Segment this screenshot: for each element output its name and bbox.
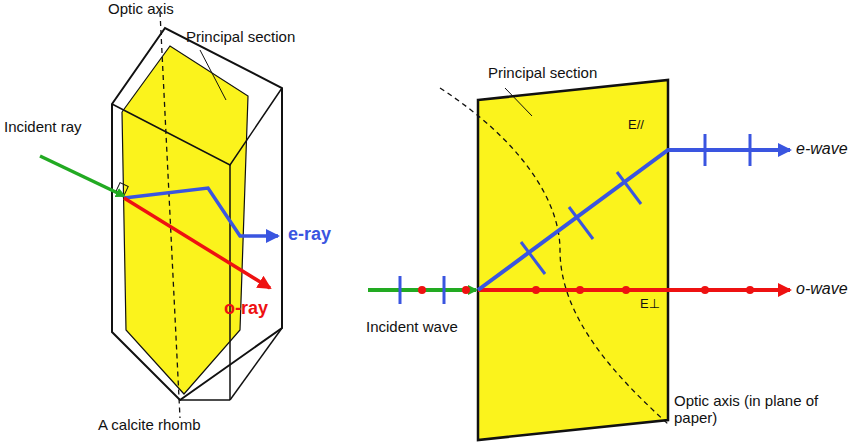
- text-label: Incident wave: [366, 318, 458, 335]
- text-label: o-ray: [224, 298, 268, 319]
- text-label: e-ray: [288, 224, 331, 245]
- text-label: Principal section: [186, 28, 295, 45]
- text-label: A calcite rhomb: [98, 416, 201, 433]
- text-label: Optic axis: [108, 0, 174, 17]
- text-label: E⊥: [640, 297, 660, 312]
- text-label: Incident ray: [4, 118, 82, 135]
- text-label: Principal section: [488, 64, 597, 81]
- text-label: Optic axis (in plane of paper): [674, 392, 824, 427]
- text-label: E//: [628, 118, 644, 133]
- calcite-rhomb: [40, 12, 282, 418]
- text-label: o-wave: [796, 280, 848, 298]
- text-label: e-wave: [796, 140, 848, 158]
- principal-section-view: [368, 80, 790, 440]
